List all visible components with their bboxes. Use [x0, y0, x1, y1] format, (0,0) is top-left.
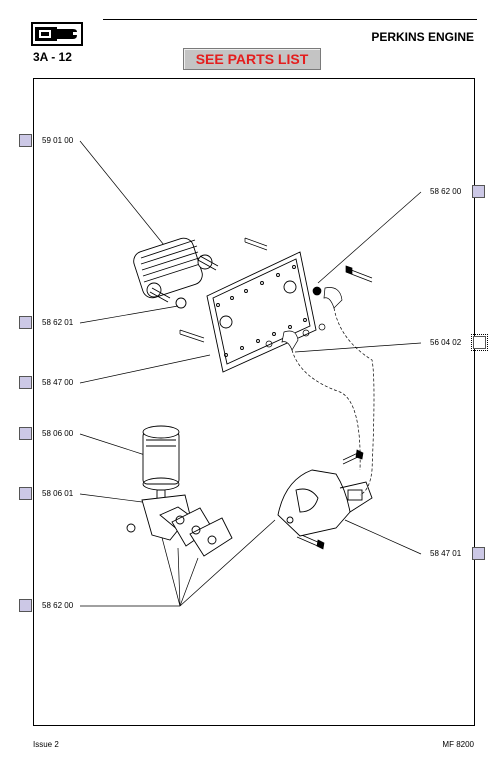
link-box-59-01-00[interactable]	[19, 134, 32, 147]
link-box-58-62-00-left[interactable]	[19, 599, 32, 612]
hand-book-logo-icon	[35, 27, 77, 41]
reference-58-06-01: 58 06 01	[42, 489, 74, 498]
link-box-58-47-01[interactable]	[472, 547, 485, 560]
link-box-56-04-02[interactable]	[471, 334, 488, 351]
footer-issue: Issue 2	[33, 740, 59, 749]
reference-56-04-02: 56 04 02	[430, 338, 462, 347]
link-box-58-62-00-right[interactable]	[472, 185, 485, 198]
reference-58-06-00: 58 06 00	[42, 429, 74, 438]
page-title: PERKINS ENGINE	[371, 30, 474, 44]
logo	[31, 22, 83, 46]
link-box-58-06-01[interactable]	[19, 487, 32, 500]
reference-58-62-00-left: 58 62 00	[42, 601, 74, 610]
link-box-58-47-00[interactable]	[19, 376, 32, 389]
link-box-58-62-01[interactable]	[19, 316, 32, 329]
reference-58-47-01: 58 47 01	[430, 549, 462, 558]
section-code: 3A - 12	[33, 50, 72, 64]
reference-58-62-01: 58 62 01	[42, 318, 74, 327]
link-box-58-06-00[interactable]	[19, 427, 32, 440]
diagram-frame	[33, 78, 475, 726]
see-parts-list-button[interactable]: SEE PARTS LIST	[183, 48, 321, 70]
reference-59-01-00: 59 01 00	[42, 136, 74, 145]
reference-58-62-00-right: 58 62 00	[430, 187, 462, 196]
reference-58-47-00: 58 47 00	[42, 378, 74, 387]
footer-model: MF 8200	[442, 740, 474, 749]
header-rule	[103, 19, 477, 20]
